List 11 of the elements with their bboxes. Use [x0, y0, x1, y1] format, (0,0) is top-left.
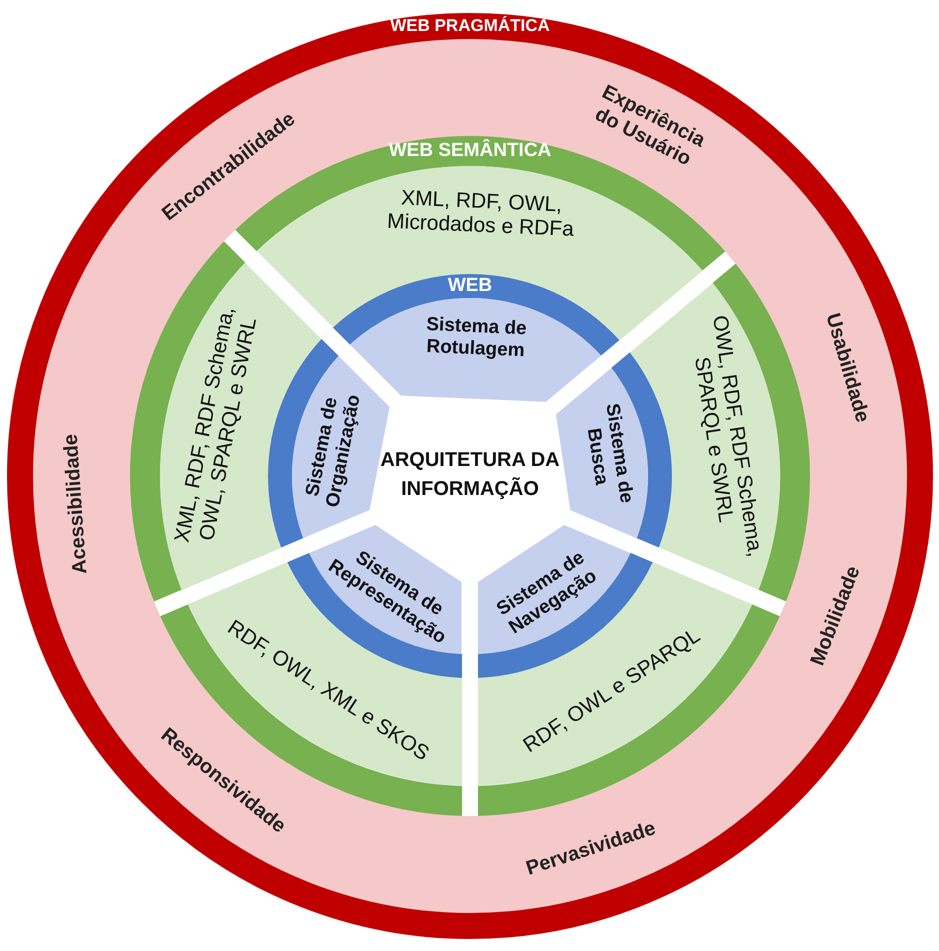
ring-title: WEB PRAGMÁTICA [389, 16, 551, 36]
segment-label: Sistema de Busca [582, 401, 638, 507]
segment-label: Sistema de Rotulagem [424, 313, 528, 364]
ring-title: WEB [446, 275, 494, 297]
ring-title: WEB SEMÂNTICA [388, 140, 552, 162]
segment-label: OWL, RDF, RDF Schema, SPARQL e SWRL [689, 312, 768, 560]
segment-label: XML, RDF, OWL, Microdados e RDFa [386, 186, 576, 244]
ring-label: Acessibilidade [58, 432, 92, 576]
center-title: ARQUITETURA DA INFORMAÇÃO [370, 446, 570, 506]
outer-ring [7, 13, 933, 939]
segment-label: XML, RDF, RDF Schema, OWL, SPARQL e SWRL [169, 304, 262, 546]
